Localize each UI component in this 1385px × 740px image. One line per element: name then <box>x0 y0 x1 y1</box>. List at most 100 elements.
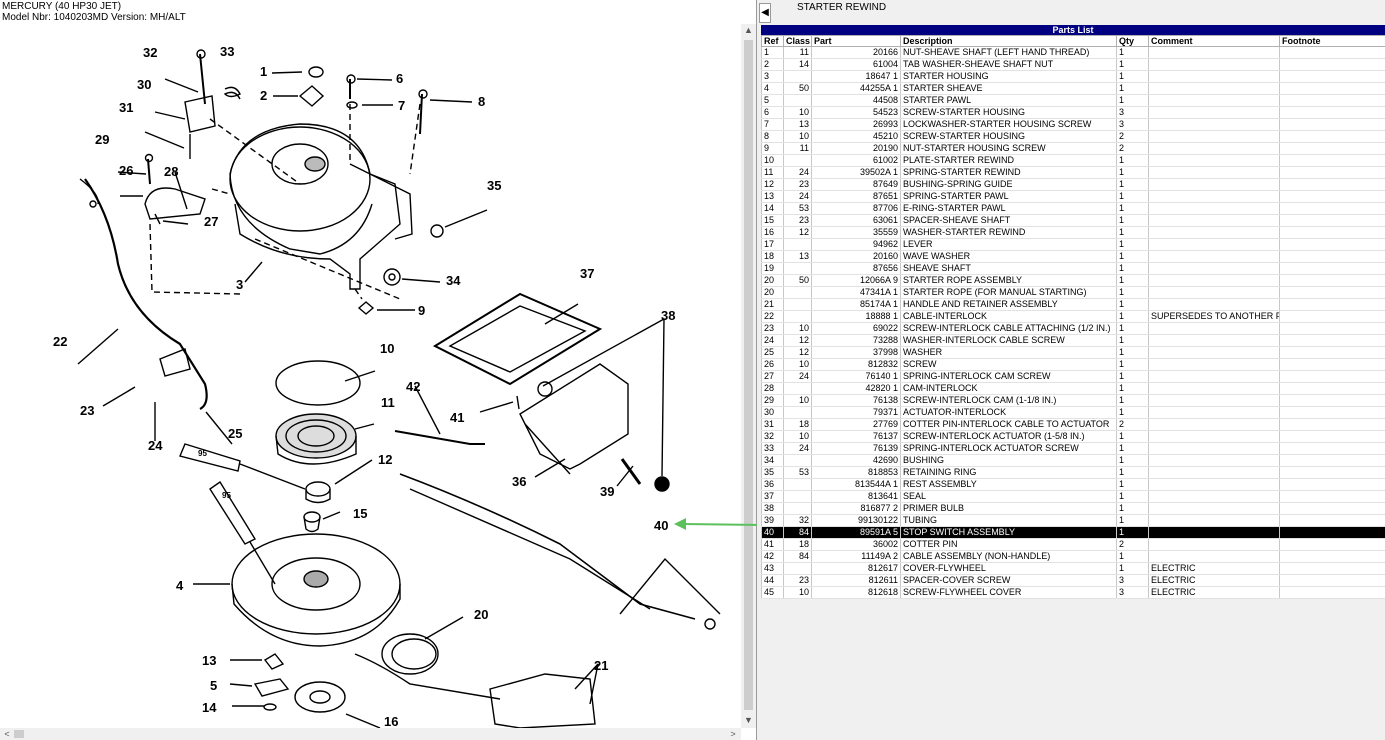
horizontal-scroll-thumb[interactable] <box>14 730 24 738</box>
callout-10[interactable]: 10 <box>380 341 394 356</box>
callout-39[interactable]: 39 <box>600 484 614 499</box>
column-header-footnote[interactable]: Footnote <box>1279 35 1385 47</box>
callout-41[interactable]: 41 <box>450 410 464 425</box>
column-header-comment[interactable]: Comment <box>1148 35 1280 47</box>
callout-2[interactable]: 2 <box>260 88 267 103</box>
exploded-diagram[interactable]: 95 95 1 2 3 4 5 6 7 8 9 10 11 12 13 14 1… <box>0 24 741 728</box>
callout-27[interactable]: 27 <box>204 214 218 229</box>
callout-14[interactable]: 14 <box>202 700 217 715</box>
callout-25[interactable]: 25 <box>228 426 242 441</box>
diagram-vertical-scrollbar[interactable]: ▲ ▼ <box>741 24 756 728</box>
column-header-class[interactable]: Class <box>783 35 812 47</box>
callout-40[interactable]: 40 <box>654 518 668 533</box>
callout-7[interactable]: 7 <box>398 98 405 113</box>
callout-15[interactable]: 15 <box>353 506 367 521</box>
callout-29[interactable]: 29 <box>95 132 109 147</box>
callout-16[interactable]: 16 <box>384 714 398 728</box>
column-header-qty[interactable]: Qty <box>1116 35 1149 47</box>
callout-24[interactable]: 24 <box>148 438 163 453</box>
callout-22[interactable]: 22 <box>53 334 67 349</box>
callout-11[interactable]: 11 <box>381 395 395 410</box>
callout-34[interactable]: 34 <box>446 273 461 288</box>
callout-32[interactable]: 32 <box>143 45 157 60</box>
callout-4[interactable]: 4 <box>176 578 184 593</box>
callout-13[interactable]: 13 <box>202 653 216 668</box>
callout-42[interactable]: 42 <box>406 379 420 394</box>
callout-38[interactable]: 38 <box>661 308 675 323</box>
callout-3[interactable]: 3 <box>236 277 243 292</box>
callout-30[interactable]: 30 <box>137 77 151 92</box>
callout-21[interactable]: 21 <box>594 658 608 673</box>
scroll-up-icon[interactable]: ▲ <box>744 25 753 35</box>
callout-37[interactable]: 37 <box>580 266 594 281</box>
scroll-right-icon[interactable]: > <box>730 729 736 739</box>
column-header-ref[interactable]: Ref <box>761 35 784 47</box>
callout-26[interactable]: 26 <box>119 163 133 178</box>
callout-33[interactable]: 33 <box>220 44 234 59</box>
collapse-panel-button[interactable]: ◀ <box>759 3 771 23</box>
callout-23[interactable]: 23 <box>80 403 94 418</box>
callout-6[interactable]: 6 <box>396 71 403 86</box>
column-header-part[interactable]: Part <box>811 35 901 47</box>
callout-5[interactable]: 5 <box>210 678 217 693</box>
scroll-down-icon[interactable]: ▼ <box>744 715 753 725</box>
callout-20[interactable]: 20 <box>474 607 488 622</box>
callout-1[interactable]: 1 <box>260 64 267 79</box>
callout-36[interactable]: 36 <box>512 474 526 489</box>
callout-28[interactable]: 28 <box>164 164 178 179</box>
callout-8[interactable]: 8 <box>478 94 485 109</box>
callout-35[interactable]: 35 <box>487 178 501 193</box>
vertical-scroll-thumb[interactable] <box>744 40 753 710</box>
column-header-description[interactable]: Description <box>900 35 1117 47</box>
callout-31[interactable]: 31 <box>119 100 133 115</box>
callout-9[interactable]: 9 <box>418 303 425 318</box>
diagram-horizontal-scrollbar[interactable]: < > <box>0 728 741 740</box>
scroll-left-icon[interactable]: < <box>4 729 10 739</box>
